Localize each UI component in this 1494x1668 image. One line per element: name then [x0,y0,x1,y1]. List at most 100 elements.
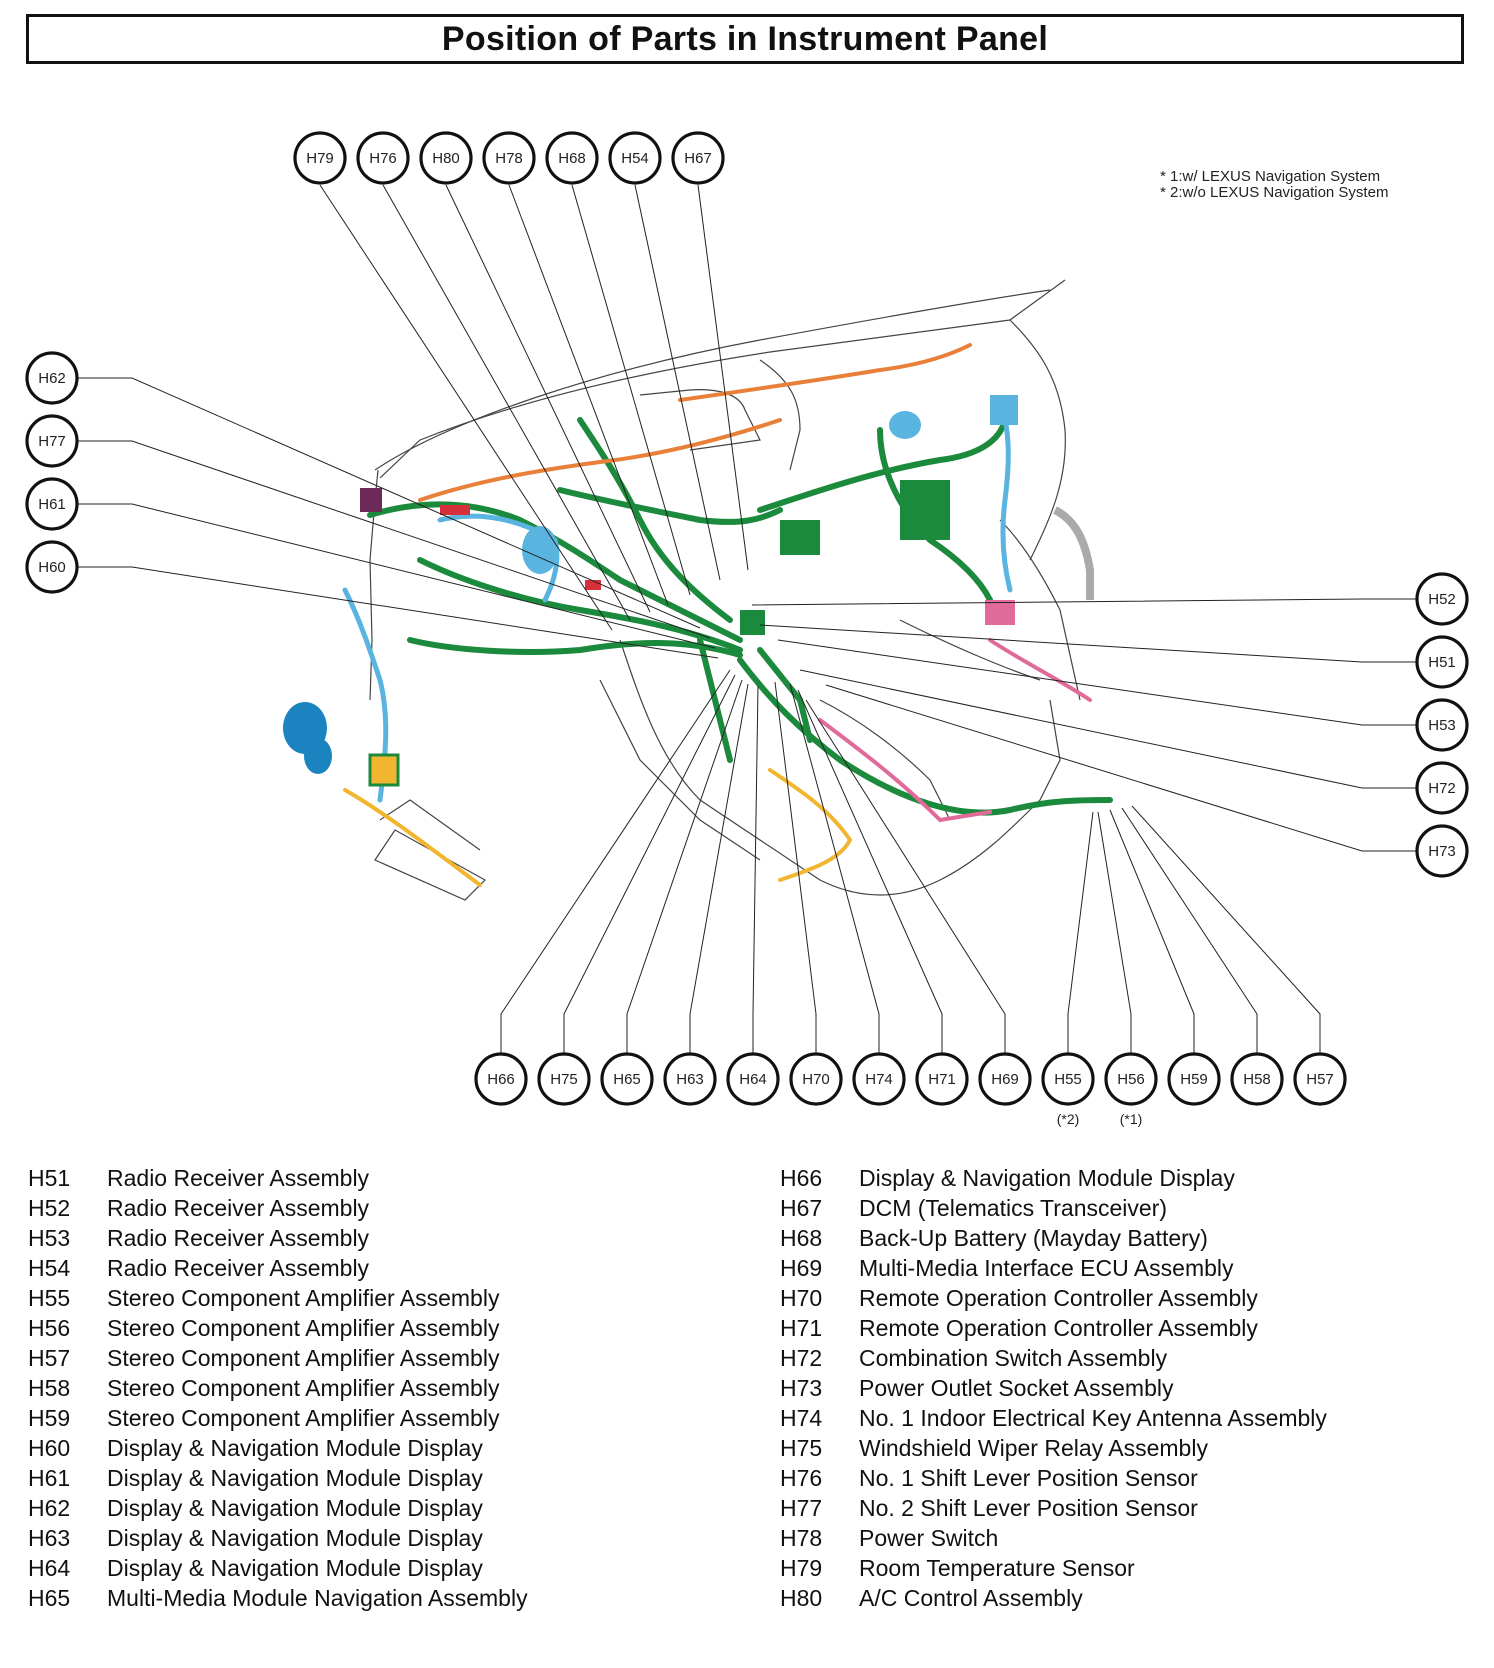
legend-code: H60 [28,1435,71,1461]
callout-label: H69 [991,1071,1019,1088]
leader-line-h52 [751,598,1417,606]
callout-h75: H75 [537,1052,591,1106]
callout-circle [1230,1052,1284,1106]
callout-label: H52 [1428,591,1456,608]
page-title: Position of Parts in Instrument Panel [441,19,1049,58]
leader-line-h73 [825,684,1417,852]
callout-label: H76 [369,150,397,167]
callout-circle [356,131,410,185]
callout-label: H57 [1306,1071,1334,1088]
callout-label: H59 [1180,1071,1208,1088]
callout-circle [1167,1052,1221,1106]
leader-line-h55 [1067,811,1094,1054]
leader-line-h53 [777,639,1417,726]
leader-line-h68 [571,184,691,596]
legend-part-name: A/C Control Assembly [859,1585,1083,1611]
legend-part-name: Multi-Media Interface ECU Assembly [859,1255,1234,1281]
callout-circle [726,1052,780,1106]
callout-label: H79 [306,150,334,167]
callout-circle [978,1052,1032,1106]
callout-h60: H60 [25,540,79,594]
callout-label: H62 [38,370,66,387]
leader-line-h51 [759,624,1417,663]
legend-part-name: Display & Navigation Module Display [107,1525,483,1551]
legend-code: H56 [28,1315,71,1341]
legend-part-name: DCM (Telematics Transceiver) [859,1195,1167,1221]
legend-part-name: Remote Operation Controller Assembly [859,1315,1258,1341]
legend-part-name: Display & Navigation Module Display [859,1165,1235,1191]
callout-circle [1415,698,1469,752]
callout-circle [600,1052,654,1106]
legend-part-name: Display & Navigation Module Display [107,1435,483,1461]
leader-line-h72 [799,669,1417,789]
callout-label: H78 [495,150,523,167]
legend-part-name: Radio Receiver Assembly [107,1165,370,1191]
leader-line-h79 [319,184,613,631]
legend-code: H54 [28,1255,71,1281]
leader-line-h57 [1131,805,1321,1054]
callout-h64: H64 [726,1052,780,1106]
leader-line-h70 [774,681,817,1054]
callout-label: H74 [865,1071,893,1088]
legend-part-name: Display & Navigation Module Display [107,1465,483,1491]
callout-h55: H55(*2) [1041,1052,1095,1127]
legend-part-name: Multi-Media Module Navigation Assembly [107,1585,528,1611]
callout-h57: H57 [1293,1052,1347,1106]
callout-label: H60 [38,559,66,576]
legend-code: H73 [780,1375,823,1401]
callout-h68: H68 [545,131,599,185]
legend-row: H65 Multi-Media Module Navigation Assembl… [28,1583,528,1613]
legend-part-name: No. 1 Indoor Electrical Key Antenna Asse… [859,1405,1327,1431]
legend-code: H66 [780,1165,823,1191]
legend-part-name: Power Switch [859,1525,999,1551]
callout-circle [671,131,725,185]
legend-part-name: Radio Receiver Assembly [107,1195,370,1221]
wire-harness-yellow [343,768,853,887]
callout-label: H68 [558,150,586,167]
callout-circle [25,477,79,531]
callout-circle [852,1052,906,1106]
callout-h51: H51 [1415,635,1469,689]
callout-circle [25,351,79,405]
legend-row: H60 Display & Navigation Module Display [28,1433,528,1463]
callout-label: H66 [487,1071,515,1088]
wire-harness-blue [342,397,1013,803]
callout-circle [1415,824,1469,878]
callout-h65: H65 [600,1052,654,1106]
callout-h80: H80 [419,131,473,185]
legend-part-name: Radio Receiver Assembly [107,1255,370,1281]
leader-line-h66 [500,669,731,1054]
leader-line-h56 [1097,811,1132,1054]
callout-circle [482,131,536,185]
connector-blocks [283,395,1094,787]
callout-circle [663,1052,717,1106]
leader-line-h71 [797,689,943,1054]
legend-code: H71 [780,1315,823,1341]
callout-h77: H77 [25,414,79,468]
callout-circle [419,131,473,185]
page-title-box: Position of Parts in Instrument Panel [26,14,1464,64]
legend-code: H65 [28,1585,71,1611]
legend-code: H52 [28,1195,71,1221]
legend-part-name: Display & Navigation Module Display [107,1555,483,1581]
legend-code: H57 [28,1345,71,1371]
legend-code: H63 [28,1525,71,1551]
legend-code: H74 [780,1405,823,1431]
callout-circle [474,1052,528,1106]
callout-h59: H59 [1167,1052,1221,1106]
callout-h56: H56(*1) [1104,1052,1158,1127]
